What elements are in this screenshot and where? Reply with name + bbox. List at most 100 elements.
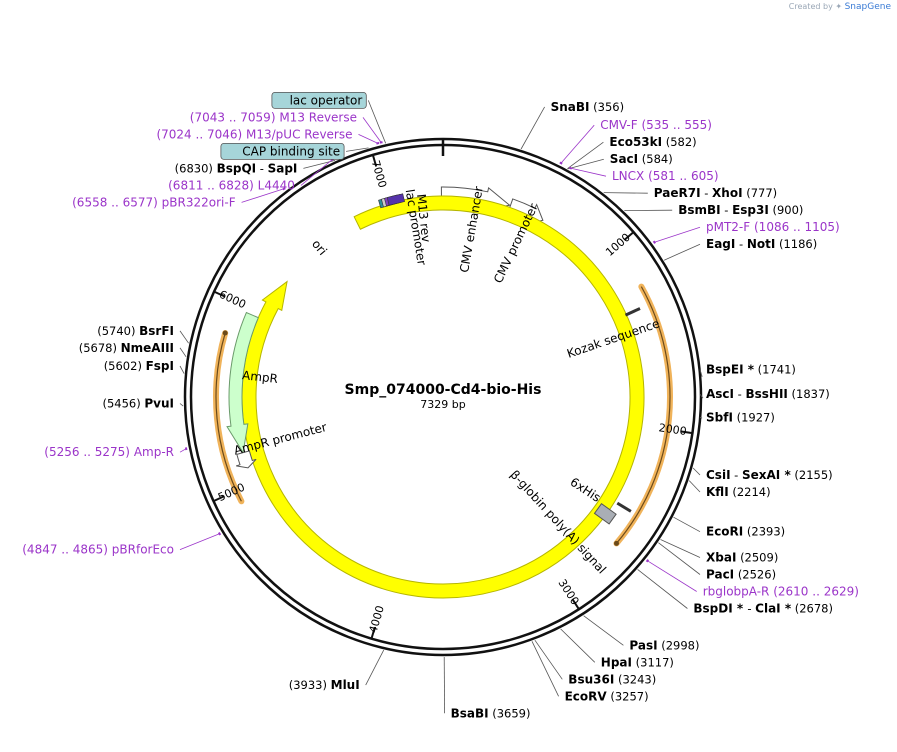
leader-line	[534, 639, 563, 680]
leader-line	[663, 243, 701, 261]
enzyme-position: (3933)	[289, 678, 327, 692]
leader-line	[179, 347, 187, 358]
enzyme-position: (2214)	[732, 485, 770, 499]
kozak-marker	[624, 307, 641, 317]
tick-label: 4000	[367, 604, 387, 635]
primer-site-mark	[217, 532, 222, 536]
6xhis-feature-label: 6xHis	[568, 475, 604, 505]
leader-line	[179, 533, 220, 550]
leader-line	[560, 124, 595, 164]
orange-arc-core	[616, 286, 671, 544]
orange-arc-head	[614, 540, 619, 546]
enzyme-name: SexAI *	[742, 468, 791, 482]
cap-binding-site-box	[220, 142, 345, 160]
tick-label: 3000	[556, 577, 582, 608]
enzyme-name: EagI	[706, 237, 735, 251]
primer-name: rbglobpA-R	[703, 585, 770, 599]
enzyme-name: NmeAIII	[121, 341, 174, 355]
enzyme-name: SnaBI	[551, 100, 590, 114]
enzyme-position: (1186)	[779, 237, 817, 251]
ori-feature-label: ori	[309, 237, 330, 258]
primer-range: (4847 .. 4865)	[22, 543, 108, 557]
enzyme-position: (5740)	[97, 324, 135, 338]
enzyme-name: BsrFI	[139, 324, 174, 338]
enzyme-name: XhoI	[712, 186, 743, 200]
enzyme-position: (3243)	[618, 672, 656, 686]
primer-range: (5256 .. 5275)	[44, 445, 130, 459]
leader-line	[560, 628, 596, 663]
enzyme-position: (2998)	[661, 638, 699, 652]
primer-range: (6558 .. 6577)	[72, 195, 158, 209]
orange-arcs-layer	[213, 283, 673, 547]
enzyme-position: (2526)	[738, 568, 776, 582]
enzyme-site-label: EcoRI (2393)	[706, 525, 785, 539]
enzyme-site-label: (5602) FspI	[104, 359, 174, 373]
tick-label: 7000	[369, 159, 389, 190]
enzyme-site-label: Bsu36I (3243)	[568, 672, 656, 686]
enzyme-site-label: HpaI (3117)	[601, 655, 674, 669]
enzyme-position: (900)	[772, 203, 803, 217]
primer-name: pMT2-F	[706, 220, 750, 234]
primer-label: (6811 .. 6828) L4440	[168, 178, 295, 192]
primer-site-mark	[376, 141, 380, 145]
enzyme-position: (1837)	[792, 387, 830, 401]
credit-brand: SnapGene	[844, 2, 891, 12]
enzyme-name: *	[744, 363, 755, 377]
enzyme-position: (2155)	[794, 468, 832, 482]
enzyme-site-label: BspDI * - ClaI * (2678)	[693, 602, 833, 616]
enzyme-name: AscI	[706, 387, 734, 401]
tick-label: 6000	[217, 288, 248, 312]
tick-mark	[213, 290, 226, 298]
primer-site-mark	[184, 447, 188, 451]
leader-line	[692, 467, 701, 476]
enzyme-separator: -	[256, 161, 267, 175]
enzyme-name: BspQI	[217, 161, 257, 175]
primer-label: (7024 .. 7046) M13/pUC Reverse	[156, 127, 352, 141]
enzyme-site-label: EcoRV (3257)	[565, 689, 649, 703]
enzyme-site-label: PacI (2526)	[706, 568, 776, 582]
enzyme-name: FspI	[146, 359, 174, 373]
credit-prefix: Created by	[788, 2, 833, 11]
enzyme-site-label: SbfI (1927)	[706, 410, 775, 424]
primer-name: pBRforEco	[112, 543, 174, 557]
enzyme-position: (5678)	[79, 341, 117, 355]
enzyme-name: BsaBI	[451, 706, 489, 720]
polya-signal-block	[593, 502, 617, 525]
enzyme-position: (3659)	[492, 706, 530, 720]
primer-range: (7043 .. 7059)	[190, 110, 276, 124]
tick-mark	[571, 598, 580, 610]
enzyme-name: SbfI	[706, 410, 733, 424]
enzyme-site-label: (5678) NmeAIII	[79, 341, 174, 355]
primer-range: (7024 .. 7046)	[156, 127, 242, 141]
backbone-layer	[183, 137, 703, 657]
enzyme-position: (356)	[593, 100, 624, 114]
enzyme-name: HpaI	[601, 655, 632, 669]
lac-operator-box	[271, 92, 367, 109]
primer-label: CMV-F (535 .. 555)	[600, 118, 712, 132]
enzyme-name: BspEI	[706, 363, 744, 377]
leader-line	[699, 369, 703, 377]
leader-line	[520, 106, 545, 150]
enzyme-position: (3257)	[610, 689, 648, 703]
enzyme-site-label: (3933) MluI	[289, 678, 360, 692]
ori-feature-arrow	[241, 195, 645, 599]
enzyme-position: (6830)	[175, 161, 213, 175]
leader-line	[365, 649, 385, 686]
orange-arc-head	[222, 330, 228, 336]
leader-line	[673, 516, 701, 533]
primer-range: (581 .. 605)	[648, 169, 718, 183]
enzyme-position: (584)	[642, 152, 673, 166]
enzyme-name: XbaI	[706, 551, 736, 565]
enzyme-separator: -	[734, 387, 745, 401]
enzyme-site-label: BsmBI - Esp3I (900)	[678, 203, 803, 217]
enzyme-site-label: PasI (2998)	[629, 638, 699, 652]
enzyme-name: PaeR7I	[654, 186, 701, 200]
ampr-feature-label: AmpR	[241, 368, 278, 386]
leader-line	[241, 188, 285, 203]
enzyme-site-label: (5740) BsrFI	[97, 324, 174, 338]
primer-label: (4847 .. 4865) pBRforEco	[22, 543, 174, 557]
enzyme-site-label: BsaBI (3659)	[451, 706, 531, 720]
leader-line	[567, 141, 604, 170]
enzyme-separator: -	[735, 237, 746, 251]
leader-line	[647, 560, 697, 592]
